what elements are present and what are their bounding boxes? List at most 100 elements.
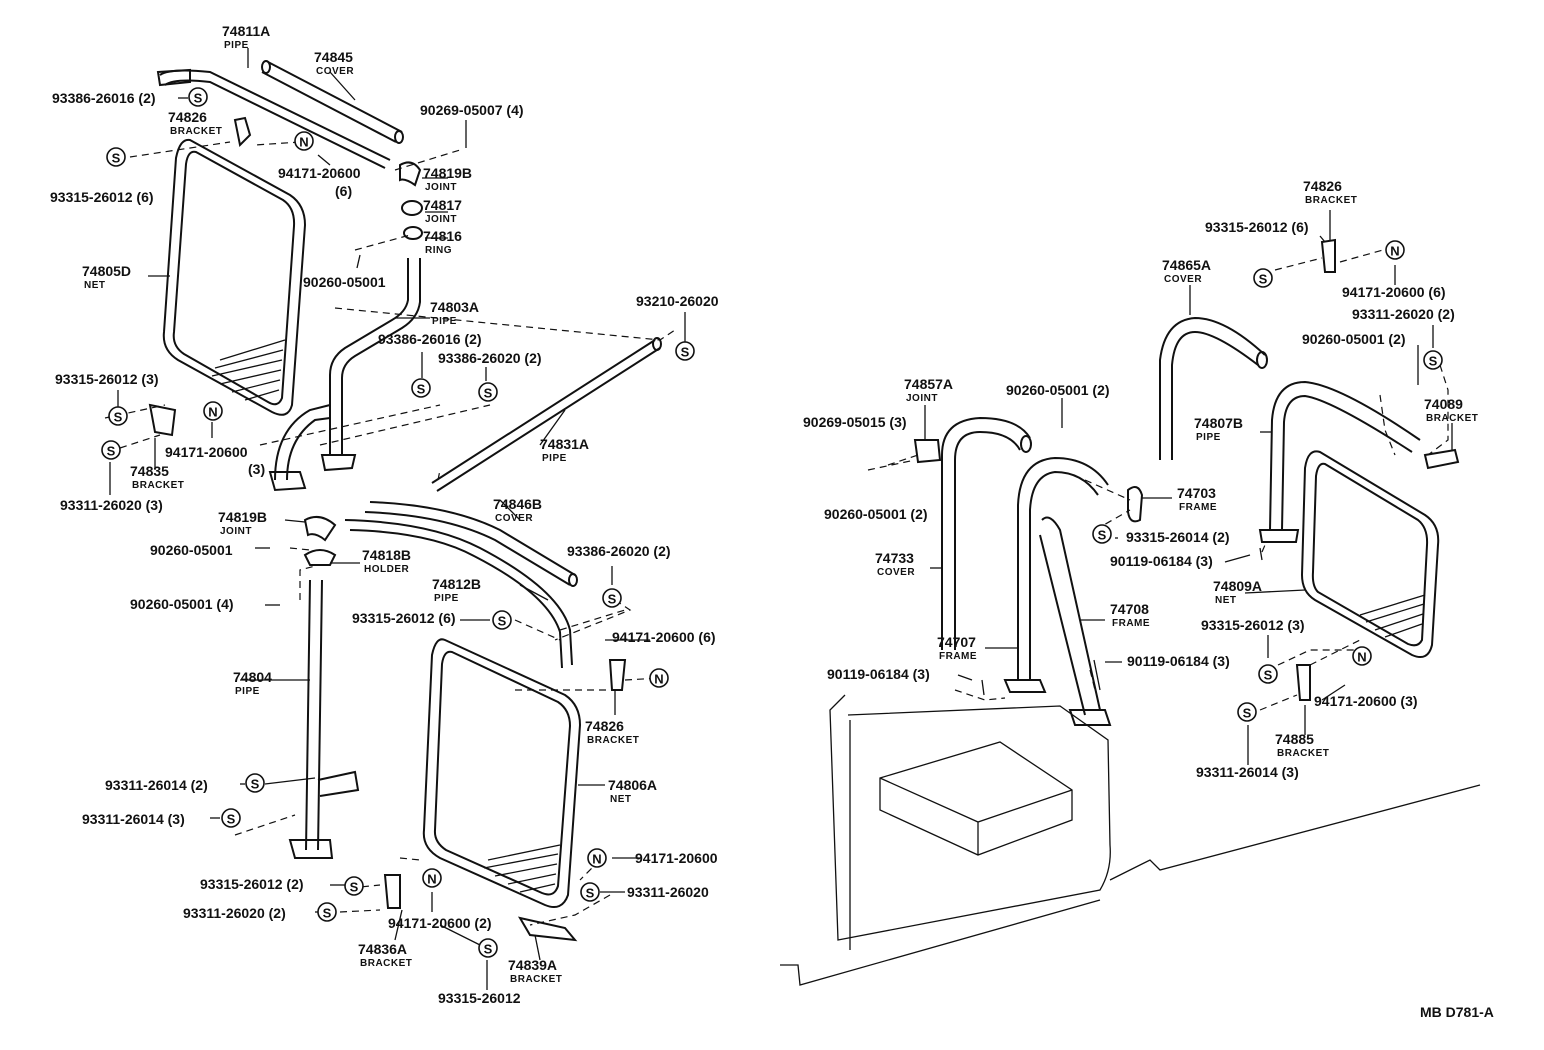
svg-text:N: N — [1390, 244, 1399, 259]
part-label-p16[interactable]: 93386-26020 (2) — [438, 350, 542, 366]
part-label-p57[interactable]: 93315-26014 (2) — [1126, 529, 1230, 545]
part-description: HOLDER — [364, 564, 410, 575]
part-label-p7[interactable]: 94171-20600 — [278, 165, 361, 181]
part-number: 74845 — [314, 49, 353, 65]
part-label-p58[interactable]: 90119-06184 (3) — [1110, 553, 1213, 569]
part-label-p26[interactable]: 93386-26020 (2) — [567, 543, 671, 559]
part-label-p48[interactable]: 93311-26020 (2) — [1352, 306, 1455, 322]
part-label-p29[interactable]: 93315-26012 (6) — [352, 610, 456, 626]
part-label-p45[interactable]: 93315-26012 (6) — [1205, 219, 1309, 235]
n-symbol-icon: N — [294, 131, 314, 151]
svg-text:S: S — [112, 151, 121, 166]
part-label-p7b[interactable]: (6) — [335, 183, 352, 199]
part-label-p18b[interactable]: (3) — [248, 461, 265, 477]
part-label-p37[interactable]: 93315-26012 (2) — [200, 876, 304, 892]
part-label-p36[interactable]: 94171-20600 — [635, 850, 718, 866]
part-label-p15[interactable]: 93386-26016 (2) — [378, 331, 482, 347]
part-label-p18[interactable]: 94171-20600 — [165, 444, 248, 460]
part-number: 93315-26012 (3) — [1201, 617, 1305, 633]
part-label-p65[interactable]: 90119-06184 (3) — [1127, 653, 1230, 669]
part-description: FRAME — [1112, 618, 1150, 629]
s-symbol-icon: S — [108, 406, 128, 426]
part-description: PIPE — [432, 316, 457, 327]
part-label-p49[interactable]: 90260-05001 (2) — [1302, 331, 1406, 347]
part-label-p30[interactable]: 94171-20600 (6) — [612, 629, 716, 645]
part-label-p43[interactable]: 93315-26012 — [438, 990, 521, 1006]
part-label-p64[interactable]: 90119-06184 (3) — [827, 666, 930, 682]
part-number: 90119-06184 (3) — [1110, 553, 1213, 569]
part-label-p53[interactable]: 90269-05015 (3) — [803, 414, 907, 430]
part-description: COVER — [316, 66, 354, 77]
part-number: 74811A — [222, 23, 270, 39]
part-description: BRACKET — [510, 974, 562, 985]
part-number: 74809A — [1213, 578, 1262, 594]
part-label-p20[interactable]: 93311-26020 (3) — [60, 497, 163, 513]
part-number: 74826 — [1303, 178, 1342, 194]
svg-text:S: S — [484, 386, 493, 401]
part-number: 74703 — [1177, 485, 1216, 501]
part-label-p35[interactable]: 93311-26014 (3) — [82, 811, 185, 827]
part-label-p39[interactable]: 93311-26020 (2) — [183, 905, 286, 921]
part-label-p40[interactable]: 94171-20600 (2) — [388, 915, 492, 931]
s-symbol-icon: S — [106, 147, 126, 167]
part-label-p28[interactable]: 90260-05001 (4) — [130, 596, 234, 612]
part-label-p24[interactable]: 90260-05001 — [150, 542, 233, 558]
part-description: BRACKET — [1277, 748, 1329, 759]
part-label-p14[interactable]: 93210-26020 — [636, 293, 719, 309]
svg-text:S: S — [417, 382, 426, 397]
part-label-p47[interactable]: 94171-20600 (6) — [1342, 284, 1446, 300]
n-symbol-icon: N — [1385, 240, 1405, 260]
part-label-p56[interactable]: 90260-05001 (2) — [824, 506, 928, 522]
diagram-code: MB D781-A — [1420, 1004, 1494, 1020]
part-number: 74708 — [1110, 601, 1149, 617]
part-label-p6[interactable]: 93315-26012 (6) — [50, 189, 154, 205]
s-symbol-icon: S — [411, 378, 431, 398]
part-number: 93315-26012 (2) — [200, 876, 304, 892]
part-number: (6) — [335, 183, 352, 199]
part-label-p62[interactable]: 93315-26012 (3) — [1201, 617, 1305, 633]
part-label-p33[interactable]: 93311-26014 (2) — [105, 777, 208, 793]
part-label-p38[interactable]: 93311-26020 — [627, 884, 709, 900]
part-label-p51[interactable]: 90260-05001 (2) — [1006, 382, 1110, 398]
part-number: 74885 — [1275, 731, 1314, 747]
part-label-p5[interactable]: 90269-05007 (4) — [420, 102, 524, 118]
part-label-p66[interactable]: 94171-20600 (3) — [1314, 693, 1418, 709]
svg-text:S: S — [608, 592, 617, 607]
part-label-p68[interactable]: 93311-26014 (3) — [1196, 764, 1299, 780]
part-number: 90260-05001 — [303, 274, 386, 290]
part-number: 74816 — [423, 228, 462, 244]
part-label-p12[interactable]: 90260-05001 — [303, 274, 386, 290]
part-label-p17[interactable]: 93315-26012 (3) — [55, 371, 159, 387]
part-label-p3[interactable]: 93386-26016 (2) — [52, 90, 156, 106]
